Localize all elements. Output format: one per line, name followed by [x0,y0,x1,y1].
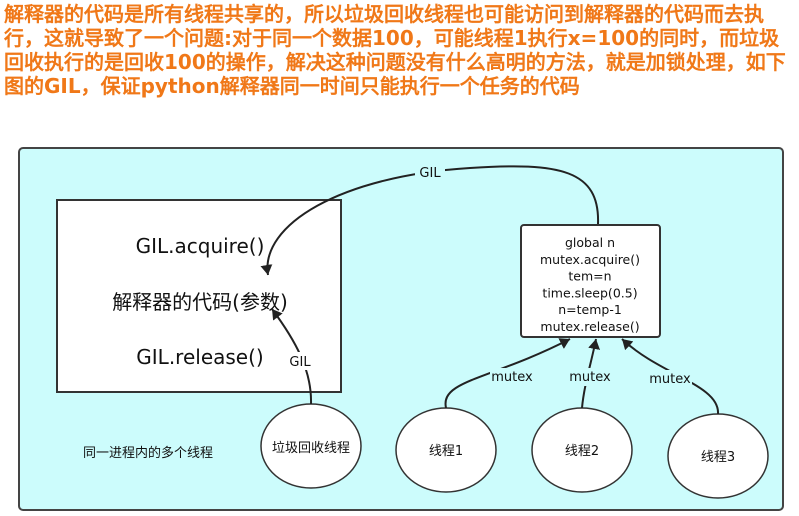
gil-bottom-label: GIL [289,355,311,370]
gil-acquire-label: GIL.acquire() [136,234,265,258]
thread3-label: 线程3 [701,450,735,465]
interpreter-code-label: 解释器的代码(参数) [112,290,288,314]
code-line: time.sleep(0.5) [542,285,637,300]
gc-thread-label: 垃圾回收线程 [272,441,350,456]
mutex2-label: mutex [569,370,611,385]
code-line: n=temp-1 [558,302,622,317]
mutex1-connector [444,338,571,409]
code-line: mutex.release() [540,319,639,334]
thread1-label: 线程1 [429,444,463,459]
process-label: 同一进程内的多个线程 [83,445,213,461]
code-line: tem=n [568,269,611,284]
code-line: mutex.acquire() [540,252,640,267]
code-line: global n [565,235,615,250]
caption-text: 解释器的代码是所有线程共享的，所以垃圾回收线程也可能访问到解释器的代码而去执行，… [4,2,786,98]
code-box [520,224,661,338]
gil-top-label: GIL [419,166,441,181]
gil-top-connector [260,165,600,276]
gil-release-label: GIL.release() [136,345,263,369]
mutex3-label: mutex [649,372,691,387]
mutex1-label: mutex [491,370,533,385]
code-lines: global n mutex.acquire() tem=ntime.sleep(0… [540,235,640,334]
thread2-label: 线程2 [565,444,599,459]
